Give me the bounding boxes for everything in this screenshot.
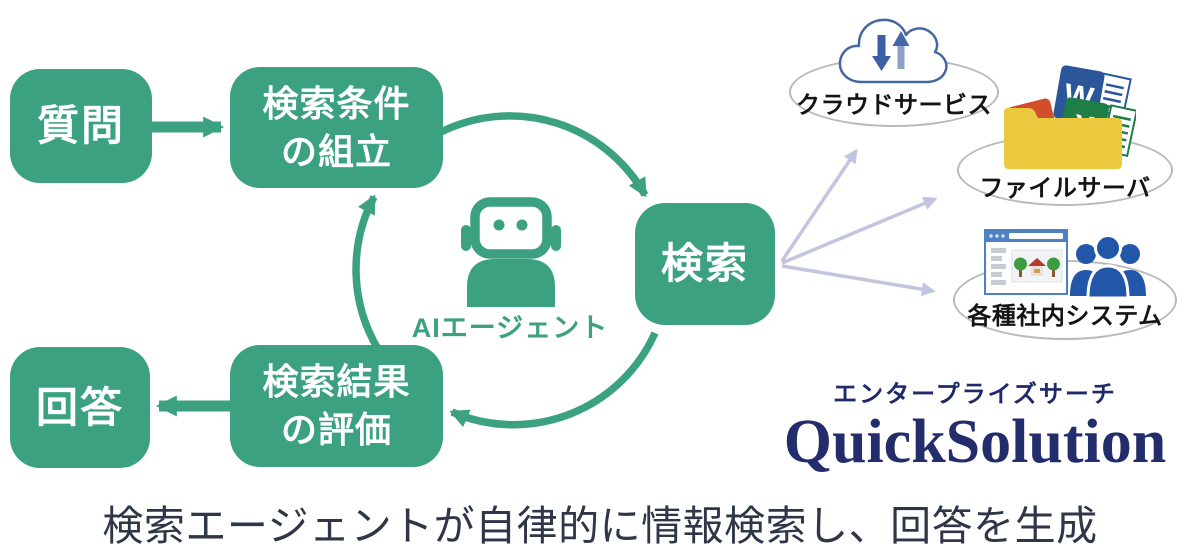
arc-evaluation-to-conditions (352, 194, 382, 351)
source-cloud-service-label: クラウドサービス (796, 92, 992, 119)
box-evaluation: 検索結果 の評価 (230, 345, 443, 467)
box-search-conditions-line2: の組立 (280, 130, 392, 172)
brand-block: エンタープライズサーチ QuickSolution (745, 374, 1200, 475)
box-search-conditions-line1: 検索条件 (262, 82, 411, 124)
folder-icon (1004, 108, 1122, 169)
brand-logo: QuickSolution (783, 408, 1167, 476)
ai-agent-label: AIエージェント (411, 313, 609, 343)
box-search-label: 検索 (660, 240, 749, 288)
download-arrow-icon (872, 35, 891, 71)
box-search: 検索 (635, 203, 775, 325)
upload-arrow-icon (892, 31, 910, 69)
box-question-label: 質問 (36, 102, 125, 150)
browser-window-icon (984, 229, 1068, 295)
box-answer-label: 回答 (35, 383, 124, 431)
source-file-server-label: ファイルサーバ (979, 175, 1151, 202)
arc-conditions-to-search (439, 112, 649, 198)
source-internal-systems-label: 各種社内システム (967, 303, 1163, 330)
cloud-sync-icon (838, 18, 948, 84)
brand-tagline: エンタープライズサーチ (833, 381, 1117, 408)
box-answer: 回答 (10, 347, 150, 468)
box-search-conditions: 検索条件 の組立 (230, 67, 443, 188)
people-group-icon (1070, 234, 1146, 300)
file-server-icon: P W X (1004, 65, 1136, 169)
arrow-search-to-fileserver (781, 196, 938, 265)
arrow-search-to-cloud (780, 148, 858, 262)
arc-search-to-evaluation (449, 331, 659, 429)
box-question: 質問 (10, 69, 152, 183)
box-evaluation-line2: の評価 (280, 409, 392, 450)
diagram-caption: 検索エージェントが自律的に情報検索し、回答を生成 (102, 503, 1098, 549)
intranet-people-icon (984, 229, 1146, 300)
arrow-search-to-systems (781, 264, 936, 297)
box-evaluation-line1: 検索結果 (262, 361, 411, 403)
ai-agent-icon (461, 197, 561, 307)
